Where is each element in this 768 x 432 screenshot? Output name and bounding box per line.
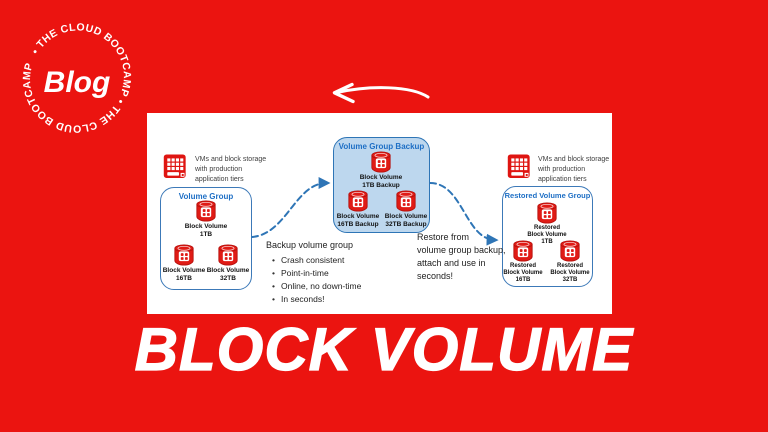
volume-group-box: Volume Group — [160, 187, 252, 290]
restored-volume-group-title: Restored Volume Group — [504, 191, 591, 200]
hand-drawn-arrow-icon — [332, 82, 430, 104]
volume-label: Block Volume 1TB — [184, 223, 228, 239]
volume-item: Restored Block Volume 1TB — [515, 202, 579, 247]
volume-item: Block Volume 32TB — [196, 244, 260, 284]
backup-note: Backup volume group Crash consistent Poi… — [266, 240, 376, 306]
bullet-item: In seconds! — [272, 293, 376, 306]
volume-label: Block Volume 16TB Backup — [336, 213, 380, 229]
left-vm-caption: VMs and block storage with production ap… — [195, 156, 267, 184]
volume-item: Restored Block Volume 32TB — [538, 240, 602, 285]
volume-group-backup-title: Volume Group Backup — [338, 142, 425, 151]
right-vm-caption: VMs and block storage with production ap… — [538, 156, 610, 184]
diagram-panel: VMs and block storage with production ap… — [147, 113, 612, 314]
volume-item: Block Volume 16TB — [152, 244, 216, 284]
bullet-item: Crash consistent — [272, 254, 376, 267]
restored-volume-group-box: Restored Volume Group — [502, 186, 593, 287]
volume-item: Block Volume 32TB Backup — [374, 190, 438, 230]
backup-note-bullets: Crash consistent Point-in-time Online, n… — [266, 254, 376, 306]
volume-item: Block Volume 16TB Backup — [326, 190, 390, 230]
bullet-item: Point-in-time — [272, 267, 376, 280]
volume-label: Restored Block Volume 32TB — [550, 263, 590, 284]
volume-label: Restored Block Volume 16TB — [503, 263, 543, 284]
volume-item: Block Volume 1TB Backup — [349, 151, 413, 191]
logo-center-text: Blog — [44, 66, 111, 99]
backup-note-heading: Backup volume group — [266, 240, 354, 250]
volume-group-title: Volume Group — [178, 192, 234, 201]
volume-item: Restored Block Volume 16TB — [491, 240, 555, 285]
volume-group-backup-box: Volume Group Backup — [333, 137, 430, 233]
volume-item: Block Volume 1TB — [174, 200, 238, 240]
volume-label: Restored Block Volume 1TB — [527, 225, 567, 246]
cloud-bootcamp-blog-logo: • THE CLOUD BOOTCAMP • THE CLOUD BOOTCAM… — [21, 21, 132, 134]
restore-note: Restore from volume group backup, attach… — [417, 232, 506, 281]
restore-dashed-arrow — [429, 182, 499, 246]
backup-restore-flow-arrows — [251, 177, 499, 246]
banner-title: BLOCK VOLUME — [134, 315, 634, 383]
volume-label: Block Volume 16TB — [162, 267, 206, 283]
volume-label: Block Volume 32TB Backup — [384, 213, 428, 229]
volume-label: Block Volume 32TB — [206, 267, 250, 283]
volume-label: Block Volume 1TB Backup — [359, 174, 403, 190]
backup-dashed-arrow — [251, 177, 331, 238]
bullet-item: Online, no down-time — [272, 280, 376, 293]
